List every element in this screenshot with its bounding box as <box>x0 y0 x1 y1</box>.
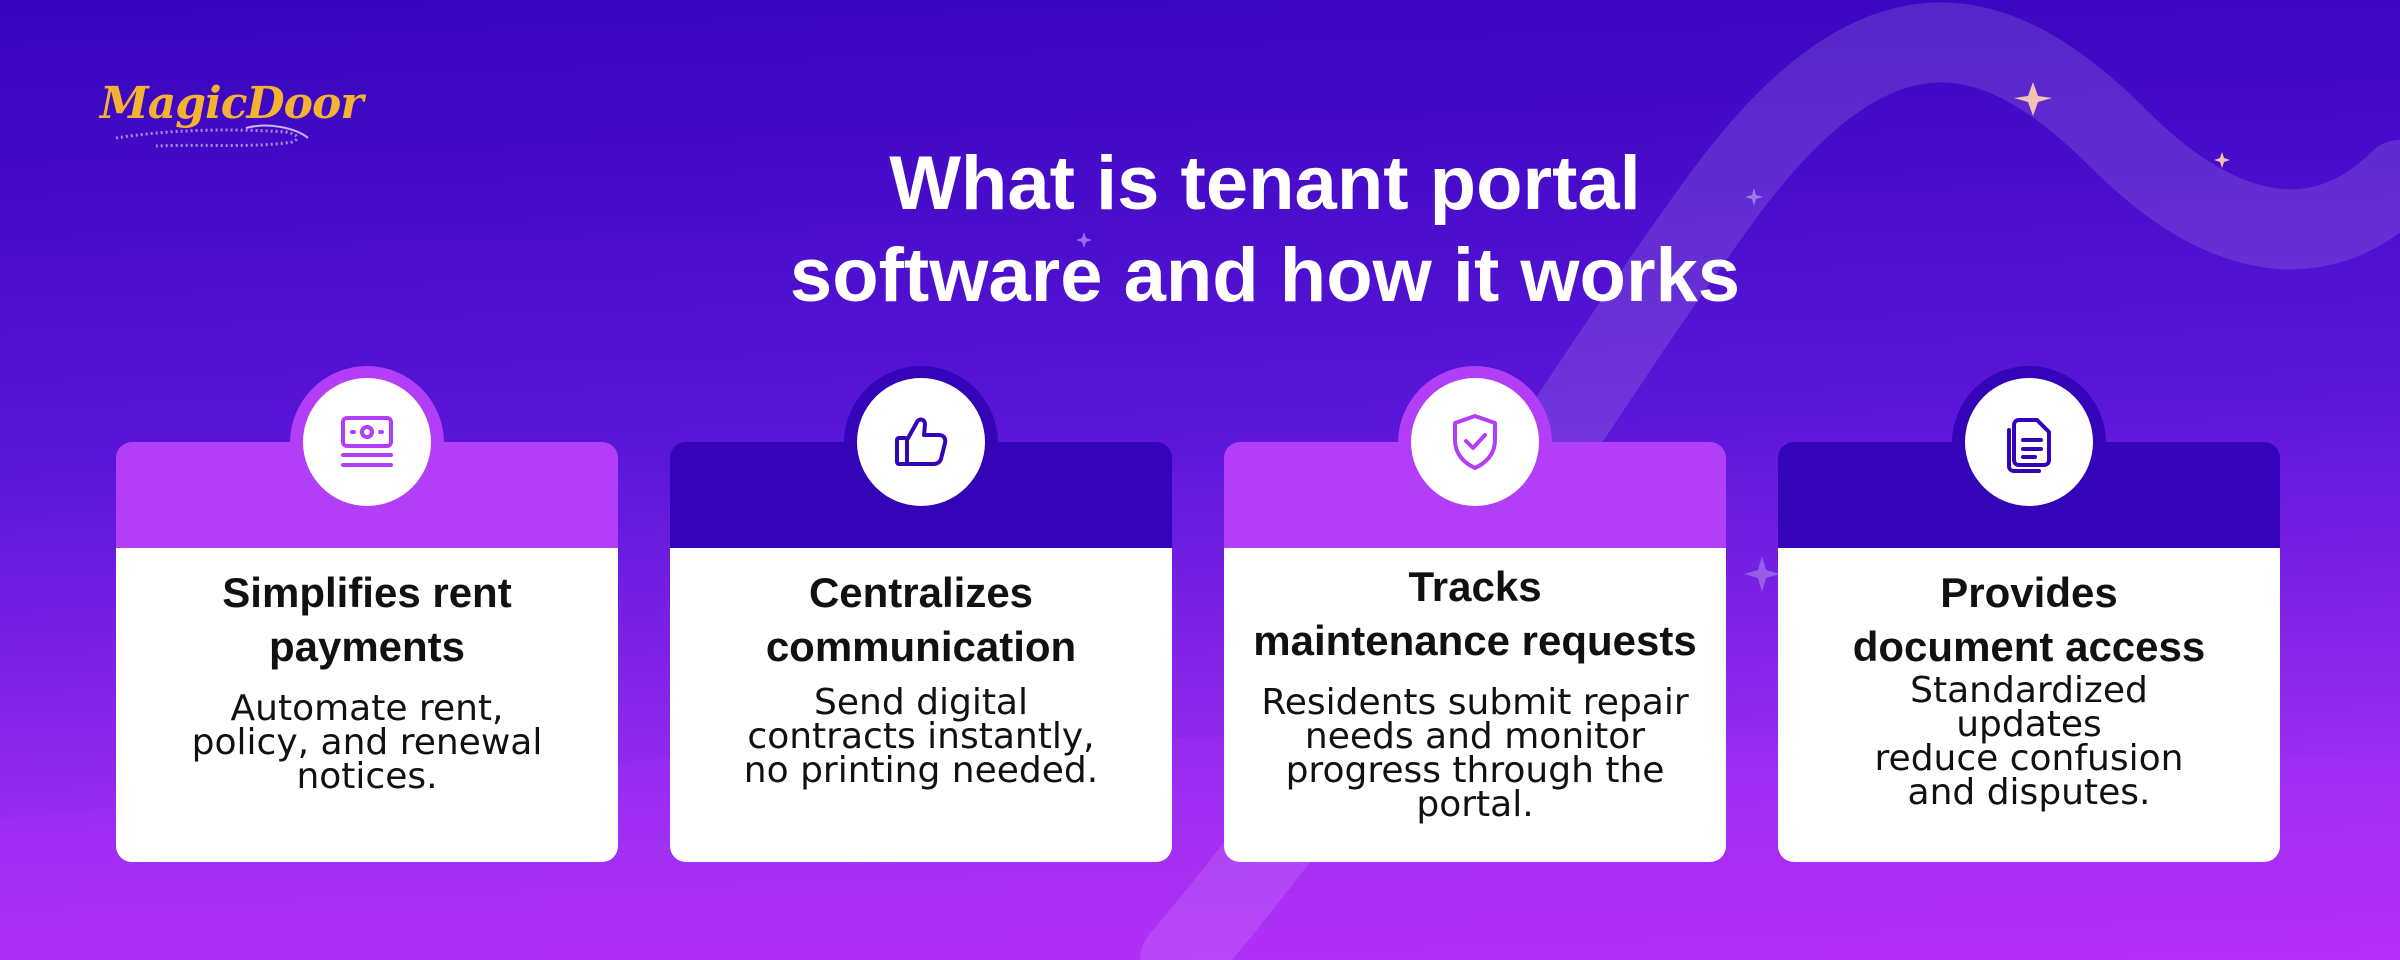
feature-card-rent-payments: Simplifies rent payments Automate rent, … <box>116 366 618 862</box>
sparkle-icon <box>1745 188 1763 206</box>
logo-text: MagicDoor <box>100 78 364 129</box>
thumbs-up-icon <box>895 417 948 466</box>
card-description: Residents submit repair needs and monito… <box>1261 682 1689 825</box>
shield-check-icon <box>1453 414 1497 470</box>
card-icon-circle <box>857 378 985 506</box>
card-body: Centralizes communication Send digital c… <box>670 548 1172 862</box>
card-title: Provides document access <box>1852 569 2206 670</box>
sparkle-icon <box>2214 152 2230 168</box>
card-body: Provides document access Standardized up… <box>1778 548 2280 862</box>
sparkle-icon <box>1744 556 1780 592</box>
feature-card-communication: Centralizes communication Send digital c… <box>670 366 1172 862</box>
card-body: Simplifies rent payments Automate rent, … <box>116 548 618 862</box>
brand-logo: MagicDoor <box>96 72 364 162</box>
card-icon-circle <box>1965 378 2093 506</box>
card-body: Tracks maintenance requests Residents su… <box>1224 548 1726 862</box>
sparkle-icon <box>1076 232 1092 248</box>
card-description: Automate rent, policy, and renewal notic… <box>191 688 543 797</box>
feature-card-maintenance: Tracks maintenance requests Residents su… <box>1224 366 1726 862</box>
card-icon-circle <box>303 378 431 506</box>
card-description: Send digital contracts instantly, no pri… <box>743 682 1099 791</box>
card-title: Centralizes communication <box>765 569 1077 670</box>
money-icon <box>341 416 393 467</box>
title-line: What is tenant portal <box>889 141 1641 226</box>
document-icon <box>2007 418 2051 473</box>
title-line: software and how it works <box>789 233 1741 318</box>
sparkle-icon <box>2014 82 2052 116</box>
card-title: Tracks maintenance requests <box>1253 563 1697 664</box>
feature-card-document-access: Provides document access Standardized up… <box>1778 366 2280 862</box>
card-icon-circle <box>1411 378 1539 506</box>
card-title: Simplifies rent payments <box>222 569 512 670</box>
card-description: Standardized updates reduce confusion an… <box>1874 670 2184 813</box>
logo-swoosh-icon <box>115 124 309 148</box>
page-title: What is tenant portal software and how i… <box>600 138 1930 322</box>
